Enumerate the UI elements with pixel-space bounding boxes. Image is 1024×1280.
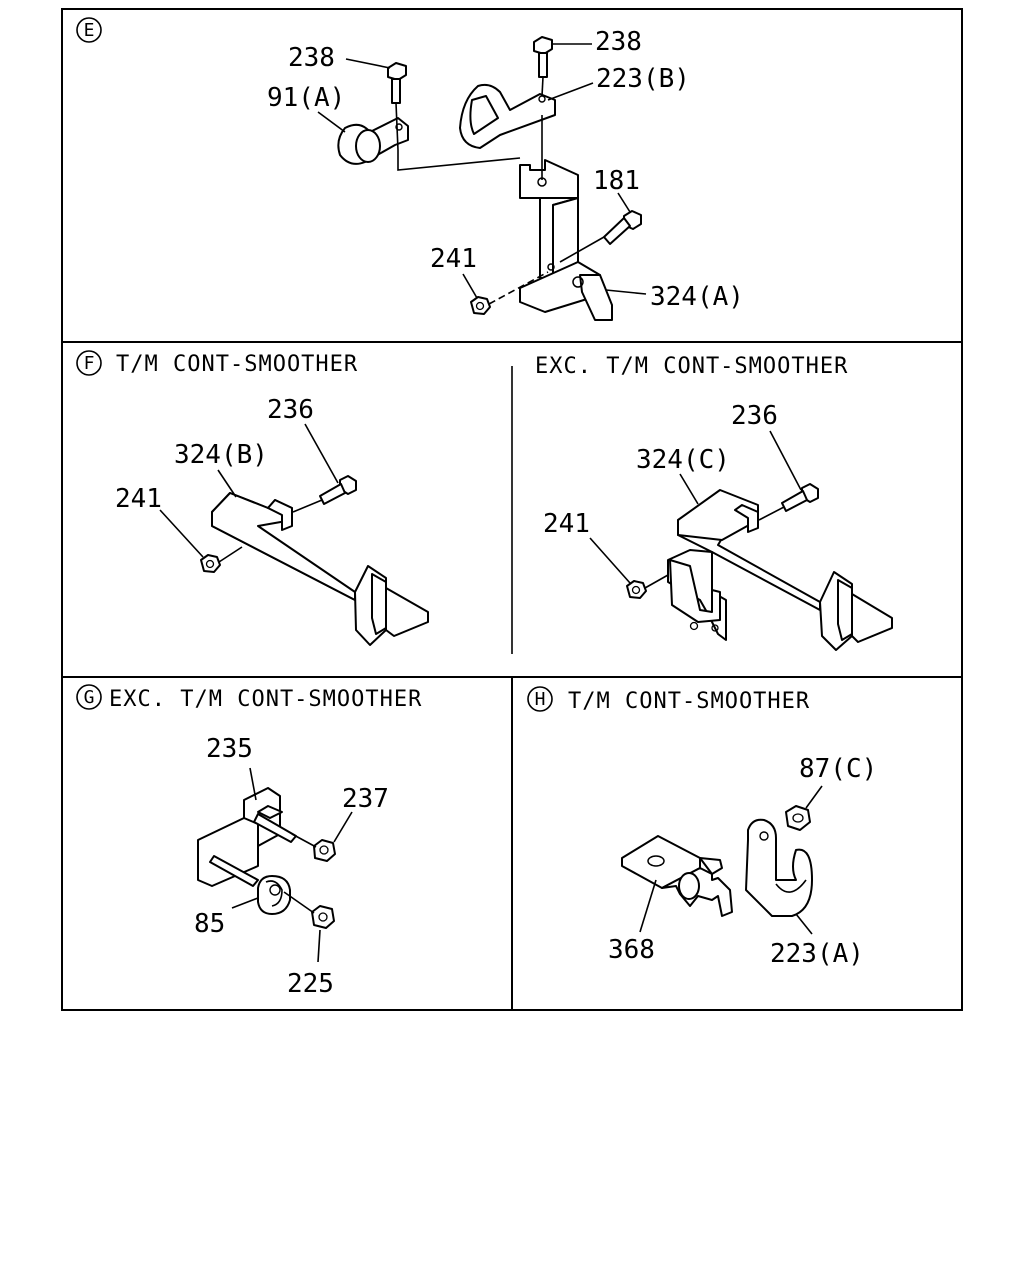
nut-237-part [313,839,336,862]
callout-324b: 324(B) [174,440,268,470]
panel-e-assembly-lines [395,76,605,305]
callout-241-f: 241 [115,484,162,514]
panel-f-badge: F [76,350,102,376]
panel-f-exc-heading: EXC. T/M CONT-SMOOTHER [535,354,848,379]
bolt-236-f-part [319,475,357,505]
panel-e-leaders [317,43,647,299]
diagram-frame [61,8,963,1011]
panel-h: H T/M CONT-SMOOTHER 87(C) 368 223(A) [527,686,877,969]
bracket-235-part [197,787,297,887]
nut-241-f-part [200,554,221,573]
panel-g-heading: EXC. T/M CONT-SMOOTHER [109,687,422,712]
callout-223b: 223(B) [596,64,690,94]
panel-h-letter: H [535,689,546,710]
callout-236-fexc: 236 [731,401,778,431]
panel-e-letter: E [84,20,95,41]
bracket-324c-part [667,489,893,651]
panel-h-heading: T/M CONT-SMOOTHER [568,689,810,714]
callout-223a: 223(A) [770,939,864,969]
bracket-324b-part [211,492,429,646]
panel-f: F T/M CONT-SMOOTHER 236 324(B) 24 [76,350,429,646]
panel-g-badge: G [76,684,102,710]
callout-241-fexc: 241 [543,509,590,539]
panel-g: G EXC. T/M CONT-SMOOTHER [76,684,422,999]
panel-f-letter: F [84,353,95,374]
panel-e: E [76,17,744,321]
panel-fexc-leaders [589,430,802,589]
nut-241-fexc-part [626,580,647,599]
callout-238-right: 238 [595,27,642,57]
panel-g-letter: G [84,687,95,708]
panel-h-leaders [639,785,823,935]
panel-g-leaders [231,767,353,963]
nut-225-part [311,905,335,929]
callout-238-left: 238 [288,43,335,73]
bolt-238-right-part [533,36,553,78]
callout-324a: 324(A) [650,282,744,312]
bolt-236-fexc-part [781,483,819,512]
callout-235: 235 [206,734,253,764]
callout-85: 85 [194,909,225,939]
clip-91a-part [337,117,409,165]
panel-e-badge: E [76,17,102,43]
bracket-368-part [621,835,733,917]
callout-324c: 324(C) [636,445,730,475]
callout-87c: 87(C) [799,754,877,784]
nut-87c-part [785,805,811,831]
callout-237: 237 [342,784,389,814]
clip-85-part [257,875,291,915]
nut-241-e-part [470,296,491,315]
callout-225: 225 [287,969,334,999]
clip-223b-part [459,83,556,149]
clip-223a-part [745,818,813,917]
callout-236-f: 236 [267,395,314,425]
bolt-181-part [603,210,642,245]
panel-f-leaders [159,423,339,563]
callout-368: 368 [608,935,655,965]
callout-241-e: 241 [430,244,477,274]
panel-f-heading: T/M CONT-SMOOTHER [116,352,358,377]
panel-f-exc: EXC. T/M CONT-SMOOTHER [535,354,893,651]
bracket-324a-part [519,159,613,321]
panel-h-badge: H [527,686,553,712]
callout-181: 181 [593,166,640,196]
callout-91a: 91(A) [267,83,345,113]
bolt-238-left-part [387,62,407,104]
